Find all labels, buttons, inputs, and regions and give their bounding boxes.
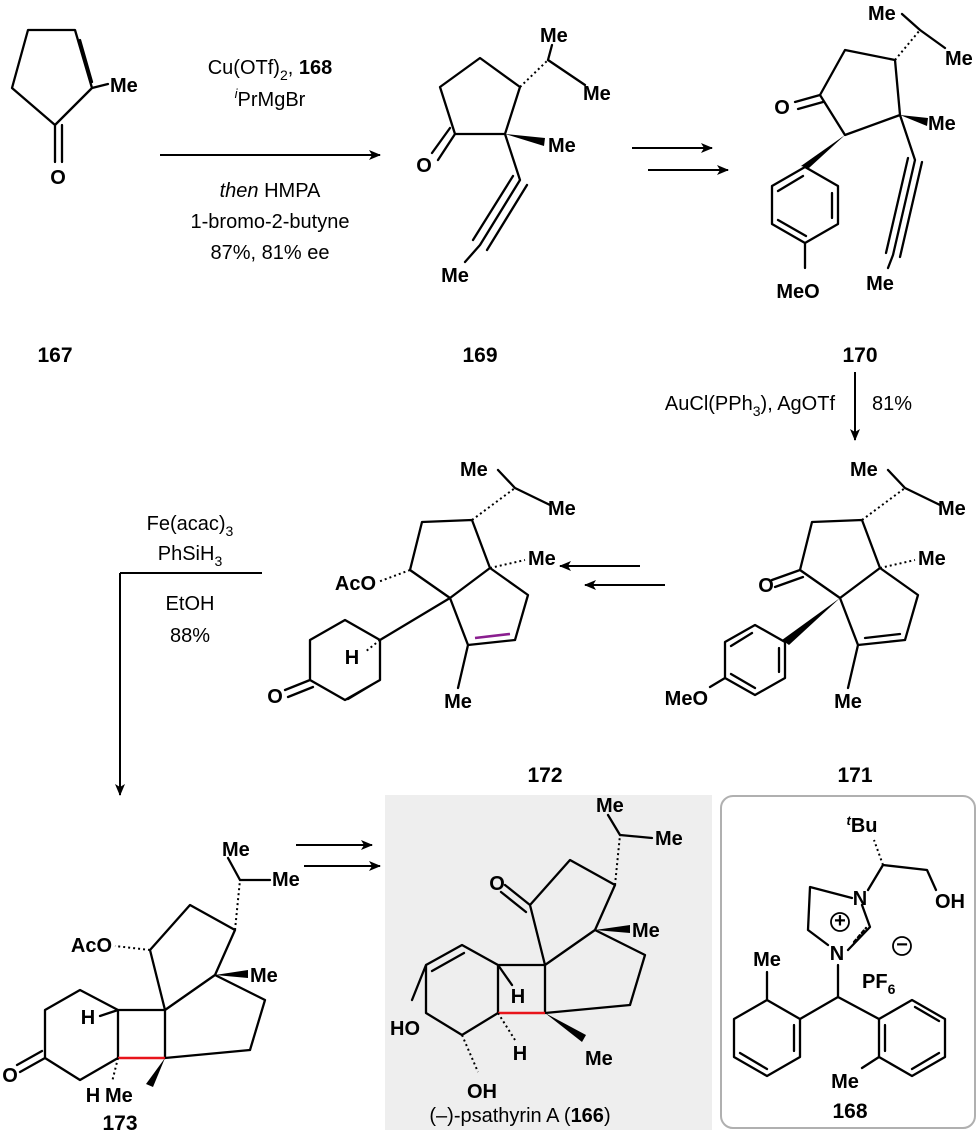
methyl-label: Me (105, 1085, 133, 1107)
methyl-label: Me (441, 265, 469, 287)
compound-172: Me Me Me AcO H O Me 172 (267, 459, 576, 787)
step3-yield: 88% (170, 625, 210, 647)
step1-line3: then HMPA (220, 180, 321, 202)
methyl-label: Me (918, 548, 946, 570)
step1-line1: Cu(OTf)2, 168 (208, 57, 333, 83)
compound-168: + − tBu N N OH PF6 Me Me 168 (732, 813, 965, 1123)
methyl-label: Me (928, 113, 956, 135)
compound-169: Me Me Me O Me 169 (416, 25, 611, 367)
methyl-label: Me (831, 1071, 859, 1093)
compound-171: Me Me Me O MeO Me 171 (665, 459, 966, 787)
compound-number: 170 (842, 344, 877, 367)
acetoxy-label: AcO (71, 935, 112, 957)
compound-166: Me Me O Me HO H H Me OH (–)-psathyrin A … (390, 795, 683, 1127)
minus-sign: − (896, 934, 908, 956)
hydrogen-label: H (511, 986, 525, 1008)
compound-caption: (–)-psathyrin A (166) (429, 1105, 610, 1127)
step2-reagents: AuCl(PPh3), AgOTf (665, 393, 836, 419)
oxygen-label: O (267, 686, 283, 708)
methyl-label: Me (110, 75, 138, 97)
step1-line4: 1-bromo-2-butyne (191, 211, 350, 233)
compound-number: 173 (102, 1112, 137, 1135)
nitrogen-label: N (853, 888, 867, 910)
methyl-label: Me (540, 25, 568, 47)
compound-number: 167 (37, 344, 72, 367)
oxygen-label: O (416, 155, 432, 177)
methyl-label: Me (945, 48, 973, 70)
methyl-label: Me (938, 498, 966, 520)
compound-number: 169 (462, 344, 497, 367)
oxygen-label: O (50, 167, 66, 189)
cation-charge-icon (830, 912, 850, 932)
methyl-label: Me (222, 839, 250, 861)
compound-173: Me Me AcO Me H O H Me 173 (2, 839, 300, 1135)
compound-number: 168 (832, 1100, 867, 1123)
step3-line1: Fe(acac)3 (147, 513, 234, 539)
hydroxyl-label: HO (390, 1018, 420, 1040)
acetoxy-label: AcO (335, 573, 376, 595)
compound-number: 171 (837, 764, 872, 787)
methyl-label: Me (868, 3, 896, 25)
methoxy-label: MeO (776, 281, 819, 303)
methoxy-label: MeO (665, 688, 708, 710)
methyl-label: Me (596, 795, 624, 817)
oxygen-label: O (774, 97, 790, 119)
compound-170: Me Me O Me MeO Me 170 (770, 3, 973, 367)
methyl-label: Me (834, 691, 862, 713)
methyl-label: Me (585, 1048, 613, 1070)
step1-conditions: Cu(OTf)2, 168 iPrMgBr then HMPA 1-bromo-… (160, 57, 381, 264)
methyl-label: Me (655, 828, 683, 850)
step2-conditions: AuCl(PPh3), AgOTf 81% (665, 372, 912, 441)
step1-yield: 87%, 81% ee (211, 242, 330, 264)
hydrogen-label: H (81, 1007, 95, 1029)
step3-solvent: EtOH (166, 593, 215, 615)
catalyst-box (720, 795, 976, 1129)
step3-conditions: Fe(acac)3 PhSiH3 EtOH 88% (115, 513, 262, 796)
oxygen-label: O (758, 575, 774, 597)
methyl-label: Me (272, 869, 300, 891)
methyl-label: Me (548, 498, 576, 520)
methyl-label: Me (250, 965, 278, 987)
methyl-label: Me (528, 548, 556, 570)
hydrogen-label: H (345, 647, 359, 669)
compound-167: Me O 167 (10, 28, 138, 367)
oxygen-label: O (489, 873, 505, 895)
step1-line2: iPrMgBr (235, 86, 306, 111)
hydrogen-label: H (513, 1043, 527, 1065)
methyl-label: Me (583, 83, 611, 105)
plus-sign: + (834, 910, 846, 932)
methyl-label: Me (632, 920, 660, 942)
methyl-label: Me (548, 135, 576, 157)
anion-charge-icon (892, 936, 912, 956)
hydroxyl-label: OH (467, 1081, 497, 1103)
oxygen-label: O (2, 1065, 18, 1087)
hexafluorophosphate-label: PF6 (862, 971, 896, 997)
methyl-label: Me (850, 459, 878, 481)
nitrogen-label: N (830, 943, 844, 965)
methyl-label: Me (460, 459, 488, 481)
step2-yield: 81% (872, 393, 912, 415)
tert-butyl-label: tBu (846, 813, 877, 837)
methyl-label: Me (444, 691, 472, 713)
methyl-label: Me (866, 273, 894, 295)
step3-line2: PhSiH3 (158, 543, 223, 569)
compound-number: 172 (527, 764, 562, 787)
hydroxyl-label: OH (935, 891, 965, 913)
hydrogen-label: H (86, 1085, 100, 1107)
methyl-label: Me (753, 949, 781, 971)
